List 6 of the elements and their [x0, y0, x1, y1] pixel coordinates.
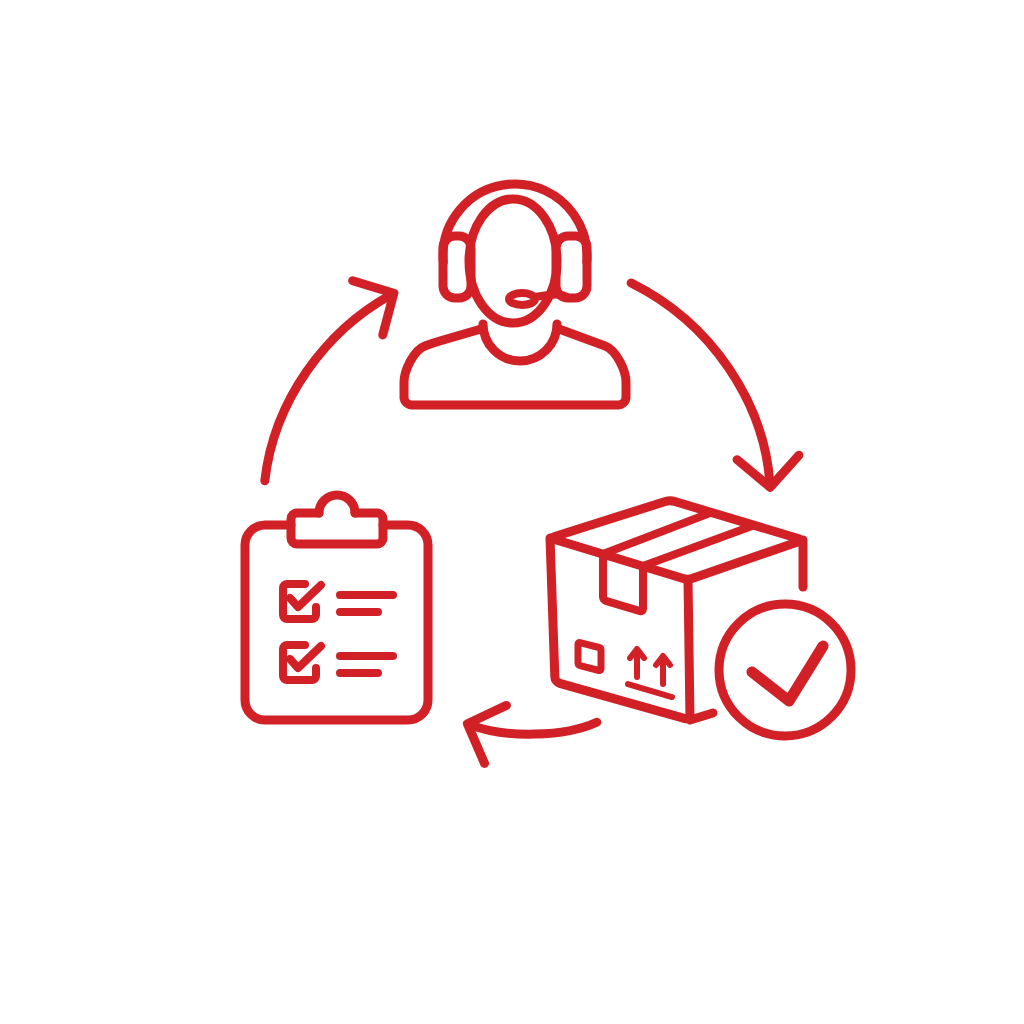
package-check-icon — [545, 496, 856, 741]
headset-person-icon — [399, 179, 631, 410]
curved-arrow — [626, 278, 804, 492]
clipboard-checklist-icon — [240, 490, 433, 725]
curved-arrow — [462, 700, 602, 768]
curved-arrow — [260, 276, 399, 486]
